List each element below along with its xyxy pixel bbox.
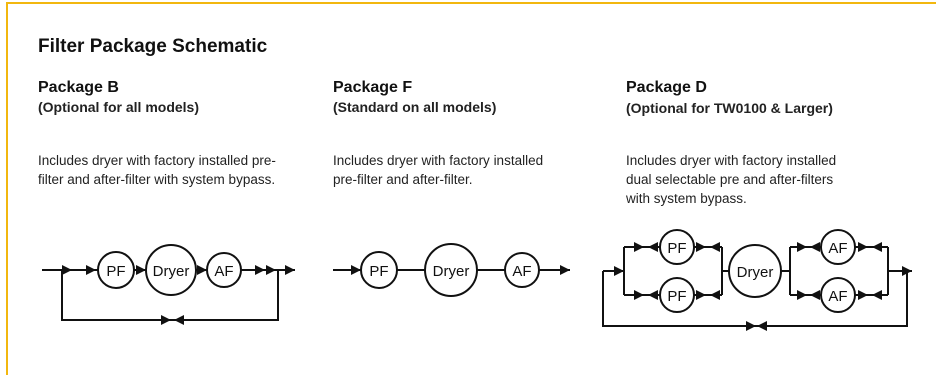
package-d-description: Includes dryer with factory installed du… <box>626 151 916 208</box>
b-dryer-node <box>145 244 197 296</box>
d-arrow-in <box>614 266 624 276</box>
f-arrow-in <box>351 265 361 275</box>
b-arrow-in-1 <box>62 265 72 275</box>
b-af-node <box>206 252 242 288</box>
package-f-title: Package F <box>333 79 413 96</box>
d-dryer-node <box>728 244 782 298</box>
package-f-desc-line-1: Includes dryer with factory installed <box>333 153 544 168</box>
f-af-node <box>504 252 540 288</box>
package-d-desc-line-2: dual selectable pre and after-filters <box>626 172 834 187</box>
d-pf-top-node <box>659 229 695 265</box>
b-arrow-out-3 <box>285 265 295 275</box>
package-b-title: Package B <box>38 79 119 96</box>
frame-top-border <box>6 2 936 4</box>
package-d-diagram <box>602 229 912 331</box>
b-pf-node <box>97 251 135 289</box>
package-f-description: Includes dryer with factory installed pr… <box>333 151 623 189</box>
b-arrow-out-1 <box>255 265 265 275</box>
d-af-bottom-label: AF <box>828 288 847 305</box>
f-af-label: AF <box>512 263 531 280</box>
package-f-desc-line-2: pre-filter and after-filter. <box>333 172 473 187</box>
package-f-subtitle: (Standard on all models) <box>333 99 497 115</box>
package-b-desc-line-2: filter and after-filter with system bypa… <box>38 172 276 187</box>
d-dryer-label: Dryer <box>737 264 774 281</box>
d-pf-top-label: PF <box>667 240 686 257</box>
b-pf-label: PF <box>106 263 125 280</box>
b-arrow-pf-dryer <box>136 265 146 275</box>
b-arrow-dryer-af <box>197 265 207 275</box>
package-b-description: Includes dryer with factory installed pr… <box>38 151 328 189</box>
b-af-label: AF <box>214 263 233 280</box>
f-dryer-node <box>424 243 478 297</box>
b-bypass-arrow-1 <box>161 315 171 325</box>
d-af-top-node <box>820 229 856 265</box>
b-dryer-label: Dryer <box>153 263 190 280</box>
package-d-desc-line-1: Includes dryer with factory installed <box>626 153 837 168</box>
d-pf-bottom-label: PF <box>667 288 686 305</box>
f-pf-label: PF <box>369 263 388 280</box>
page-title: Filter Package Schematic <box>38 36 268 57</box>
b-arrow-in-2 <box>86 265 96 275</box>
package-f-diagram <box>333 243 570 297</box>
b-arrow-out-2 <box>266 265 276 275</box>
f-dryer-label: Dryer <box>433 263 470 280</box>
package-d-subtitle: (Optional for TW0100 & Larger) <box>626 100 833 116</box>
package-b-subtitle: (Optional for all models) <box>38 99 200 115</box>
package-d-title: Package D <box>626 79 707 96</box>
package-b-diagram <box>42 244 295 325</box>
d-af-bottom-node <box>820 277 856 313</box>
d-pf-bottom-node <box>659 277 695 313</box>
f-pf-node <box>360 251 398 289</box>
d-af-top-label: AF <box>828 240 847 257</box>
f-arrow-out <box>560 265 570 275</box>
package-b-desc-line-1: Includes dryer with factory installed pr… <box>38 153 276 168</box>
package-d-desc-line-3: with system bypass. <box>626 191 747 206</box>
b-bypass-arrow-2 <box>174 315 184 325</box>
frame-left-border <box>6 2 8 375</box>
